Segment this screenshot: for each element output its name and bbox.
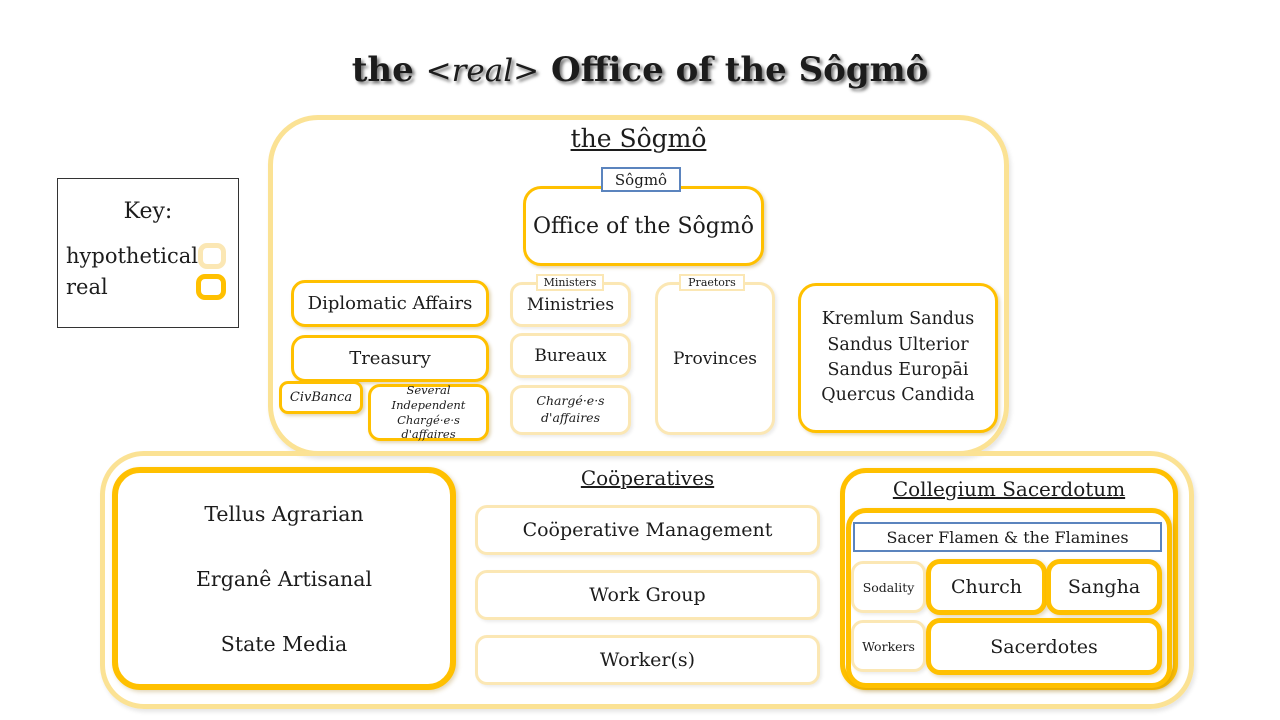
collegium-heading: Collegium Sacerdotum xyxy=(892,477,1126,501)
legend-rows: hypothetical real xyxy=(58,240,238,302)
church-box: Church xyxy=(926,559,1047,615)
treasury-box: Treasury xyxy=(291,335,489,382)
title-prefix: the xyxy=(351,50,414,90)
province-item: Kremlum Sandus xyxy=(821,309,975,330)
province-item: Sandus Ulterior xyxy=(827,334,969,355)
sogmo-section-heading: the Sôgmô xyxy=(570,124,707,153)
workers-box: Worker(s) xyxy=(475,635,820,685)
real-color-swatch xyxy=(196,273,226,300)
office-of-the-sogmo-box: Office of the Sôgmô xyxy=(523,186,764,266)
state-cooperative-item: State Media xyxy=(220,631,348,656)
cooperatives-section-container xyxy=(100,451,1194,709)
sacer-flamen-box: Sacer Flamen & the Flamines xyxy=(853,522,1162,552)
legend-item-real: real xyxy=(66,271,226,302)
bureaux-box: Bureaux xyxy=(510,333,631,378)
state-cooperative-item: Erganê Artisanal xyxy=(195,566,373,591)
legend-label-real: real xyxy=(66,274,108,299)
sogmo-title-tag: Sôgmô xyxy=(601,167,681,192)
province-list-box: Kremlum Sandus Sandus Ulterior Sandus Eu… xyxy=(798,283,998,433)
title-real-tag: <real> xyxy=(425,53,540,89)
provinces-box: Provinces xyxy=(655,282,775,435)
state-cooperative-item: Tellus Agrarian xyxy=(204,501,364,526)
civbanca-box: CivBanca xyxy=(279,381,363,414)
cooperatives-heading: Coöperatives xyxy=(580,466,715,490)
independent-charges-box: Several Independent Chargé·e·s d'affaire… xyxy=(368,383,489,441)
legend-label-hypothetical: hypothetical xyxy=(66,243,199,268)
work-group-box: Work Group xyxy=(475,570,820,620)
province-item: Sandus Europāi xyxy=(827,360,969,380)
page-title: the <real> Office of the Sôgmô xyxy=(0,50,1280,90)
praetors-label: Praetors xyxy=(679,274,745,291)
workers-label-box: Workers xyxy=(851,620,926,672)
legend-item-hypothetical: hypothetical xyxy=(66,240,226,271)
province-item: Quercus Candida xyxy=(821,385,975,406)
province-list: Kremlum Sandus Sandus Ulterior Sandus Eu… xyxy=(821,307,974,409)
legend-heading: Key: xyxy=(123,199,173,224)
charges-daffaires-box: Chargé·e·s d'affaires xyxy=(510,385,631,435)
sodality-label-box: Sodality xyxy=(851,561,926,613)
title-main: Office of the Sôgmô xyxy=(550,50,929,90)
sangha-box: Sangha xyxy=(1046,559,1162,615)
sacerdotes-box: Sacerdotes xyxy=(926,618,1162,675)
hypothetical-color-swatch xyxy=(198,242,226,269)
legend-box: Key: hypothetical real xyxy=(57,178,239,328)
cooperative-management-box: Coöperative Management xyxy=(475,505,820,555)
ministers-label: Ministers xyxy=(536,274,604,291)
state-cooperatives-list: Tellus Agrarian Erganê Artisanal State M… xyxy=(196,502,372,656)
diplomatic-affairs-box: Diplomatic Affairs xyxy=(291,280,489,327)
state-cooperatives-box: Tellus Agrarian Erganê Artisanal State M… xyxy=(112,467,456,690)
